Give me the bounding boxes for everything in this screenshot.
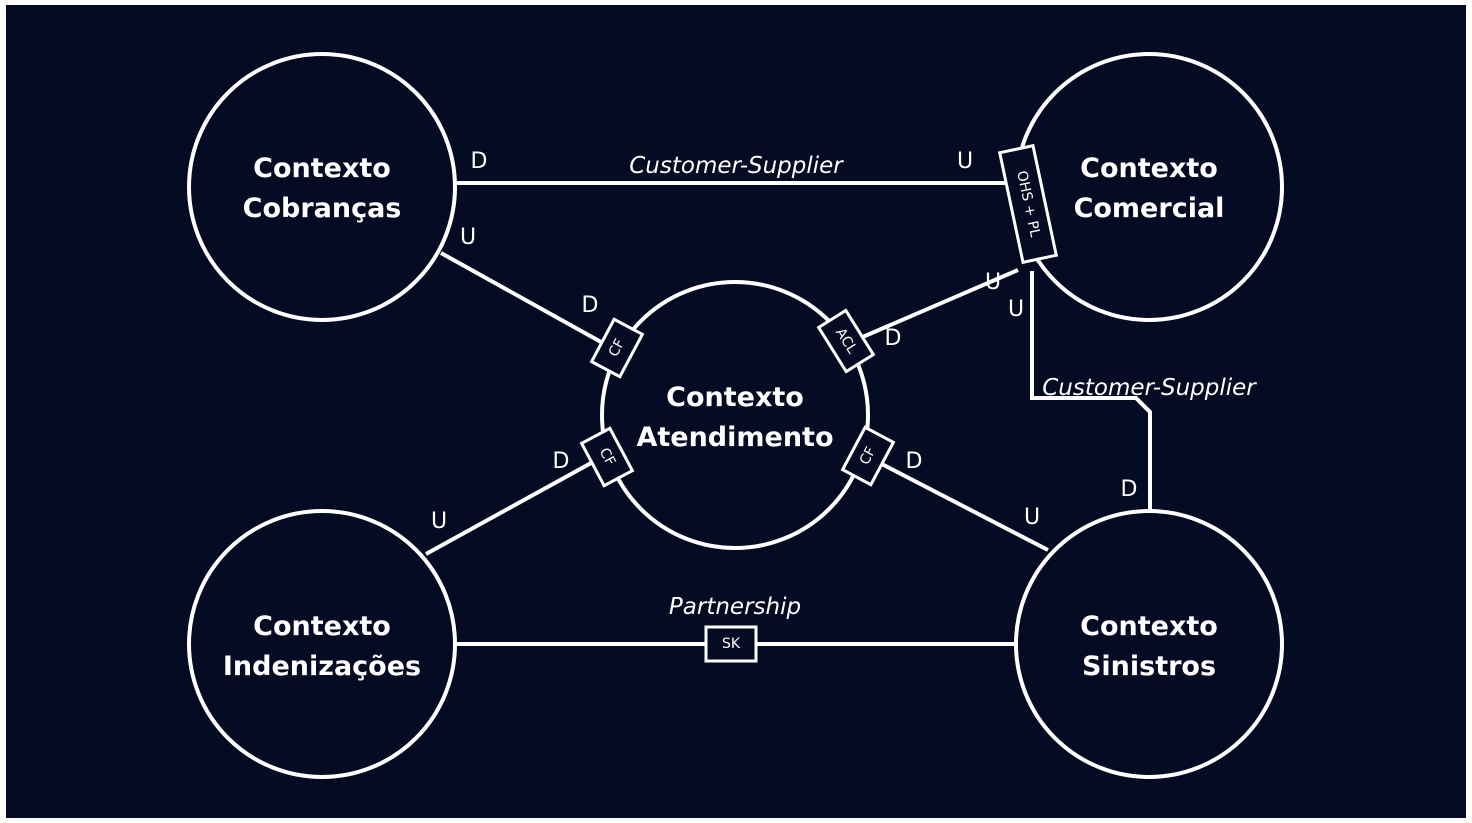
rel-comercial-sinistros: Customer-Supplier: [1042, 375, 1257, 401]
tag-ohs-pl: OHS + PL: [997, 143, 1059, 265]
role-indenizacoes-u: U: [431, 509, 447, 534]
rel-indenizacoes-sinistros: Partnership: [669, 594, 801, 620]
tag-sk: SK: [704, 625, 758, 663]
tag-cf-sinistros: CF: [840, 425, 896, 487]
rel-cobrancas-comercial: Customer-Supplier: [629, 153, 844, 179]
node-indenizacoes-line2: Indenizações: [223, 651, 421, 682]
context-map-canvas: Contexto Cobranças Contexto Comercial Co…: [6, 5, 1466, 818]
node-comercial: Contexto Comercial: [1014, 52, 1284, 322]
edge-comercial-atendimento: [850, 268, 1019, 344]
node-comercial-line2: Comercial: [1074, 193, 1225, 224]
context-map-diagram: Contexto Cobranças Contexto Comercial Co…: [187, 52, 1284, 779]
tag-cf-sinistros-text: CF: [857, 444, 879, 467]
node-cobrancas-line1: Contexto: [253, 153, 391, 184]
edge-comercial-sinistros: [1030, 271, 1152, 510]
role-comercial-u-top: U: [957, 149, 973, 174]
node-atendimento-line2: Atendimento: [636, 422, 833, 453]
node-indenizacoes: Contexto Indenizações: [187, 509, 457, 779]
tag-cf-indenizacoes-text: CF: [596, 445, 618, 468]
role-comercial-u-sinistros: U: [1008, 297, 1024, 322]
node-sinistros-line1: Contexto: [1080, 611, 1218, 642]
role-sinistros-d-comercial: D: [1121, 477, 1138, 502]
tag-acl: ACL: [816, 308, 876, 374]
tag-cf-cobrancas-text: CF: [606, 336, 628, 359]
node-sinistros-line2: Sinistros: [1082, 651, 1216, 682]
node-indenizacoes-line1: Contexto: [253, 611, 391, 642]
tag-sk-text: SK: [722, 636, 741, 652]
edge-cobrancas-atendimento: [440, 251, 611, 349]
role-atendimento-d-indenizacoes: D: [553, 449, 570, 474]
node-cobrancas: Contexto Cobranças: [187, 52, 457, 322]
node-atendimento: Contexto Atendimento: [600, 280, 870, 550]
role-comercial-u-acl: U: [985, 270, 1001, 295]
role-atendimento-d-sinistros: D: [906, 449, 923, 474]
edge-indenizacoes-atendimento: [425, 455, 603, 556]
node-comercial-line1: Contexto: [1080, 153, 1218, 184]
role-atendimento-d-cobrancas: D: [582, 293, 599, 318]
tag-cf-indenizacoes: CF: [579, 426, 635, 488]
edge-sinistros-atendimento: [873, 458, 1049, 552]
role-atendimento-d-comercial: D: [885, 326, 902, 351]
role-cobrancas-d-top: D: [471, 149, 488, 174]
node-cobrancas-line2: Cobranças: [243, 193, 402, 224]
node-sinistros: Contexto Sinistros: [1014, 509, 1284, 779]
node-atendimento-line1: Contexto: [666, 382, 804, 413]
role-cobrancas-u: U: [460, 225, 476, 250]
tag-cf-cobrancas: CF: [589, 317, 645, 379]
role-sinistros-u: U: [1024, 505, 1040, 530]
